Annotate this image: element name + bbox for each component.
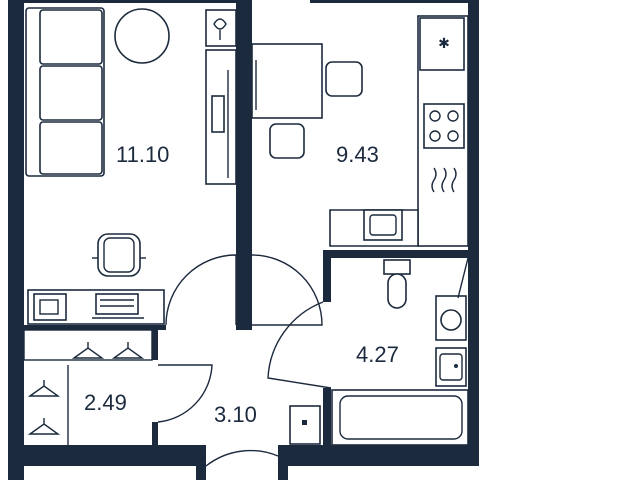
hallway-fixtures [289, 405, 321, 445]
room-furniture [25, 7, 237, 325]
wardrobe-fixtures [23, 329, 153, 445]
washing-machine [435, 295, 467, 341]
round-table [114, 8, 170, 64]
toilet [383, 259, 411, 309]
wall-room-bottom [24, 325, 166, 330]
room-area-label: 11.10 [116, 142, 169, 167]
wall-top-left [24, 0, 236, 3]
wall-room-kitchen [236, 0, 252, 330]
wardrobe-cabinet [205, 9, 237, 185]
cooktop-icon [429, 110, 441, 122]
wardrobe-area-label: 2.49 [84, 390, 127, 415]
door-kitchen [251, 254, 323, 326]
fridge: ✱ [419, 17, 465, 71]
door-room [165, 254, 237, 326]
doors [157, 254, 332, 467]
washing-machine-icon [440, 309, 462, 331]
bathroom-sink [435, 347, 467, 387]
kitchen-area-label: 9.43 [336, 142, 379, 167]
door-wardrobe [157, 364, 213, 423]
area-labels: 11.10 9.43 4.27 2.49 3.10 [84, 142, 399, 427]
entrance-gap [206, 445, 278, 480]
desk [27, 289, 165, 325]
wall-room-bottom-right [236, 325, 252, 330]
bathtub [331, 389, 469, 446]
wall-top-right [310, 0, 468, 3]
cooktop [423, 103, 465, 149]
wall-outer-right [468, 0, 479, 466]
office-chair [92, 233, 146, 277]
door-bathroom [267, 301, 332, 389]
wall-outer-left [8, 0, 24, 480]
wall-bottom-stub-left [196, 445, 206, 480]
sofa [25, 7, 105, 177]
hanger-icon [27, 342, 145, 435]
wall-bath-left-top [323, 250, 331, 302]
wall-wardrobe-right-low [152, 422, 158, 447]
wall-wardrobe-right [152, 330, 158, 360]
wall-bottom-stub-right [278, 445, 288, 480]
kitchen-furniture: ✱ [251, 15, 469, 247]
wall-kitchen-bath [323, 250, 468, 258]
dining-table [251, 43, 363, 159]
kitchen-sink [363, 209, 403, 241]
bathroom-fixtures [331, 257, 469, 446]
hallway-area-label: 3.10 [214, 402, 257, 427]
bathroom-area-label: 4.27 [356, 342, 399, 367]
wall-bath-left-bottom [323, 388, 331, 448]
heat-waves-icon [431, 167, 457, 193]
shoe-cabinet [289, 405, 321, 445]
snowflake-icon: ✱ [438, 36, 450, 52]
door-entrance [205, 449, 279, 467]
